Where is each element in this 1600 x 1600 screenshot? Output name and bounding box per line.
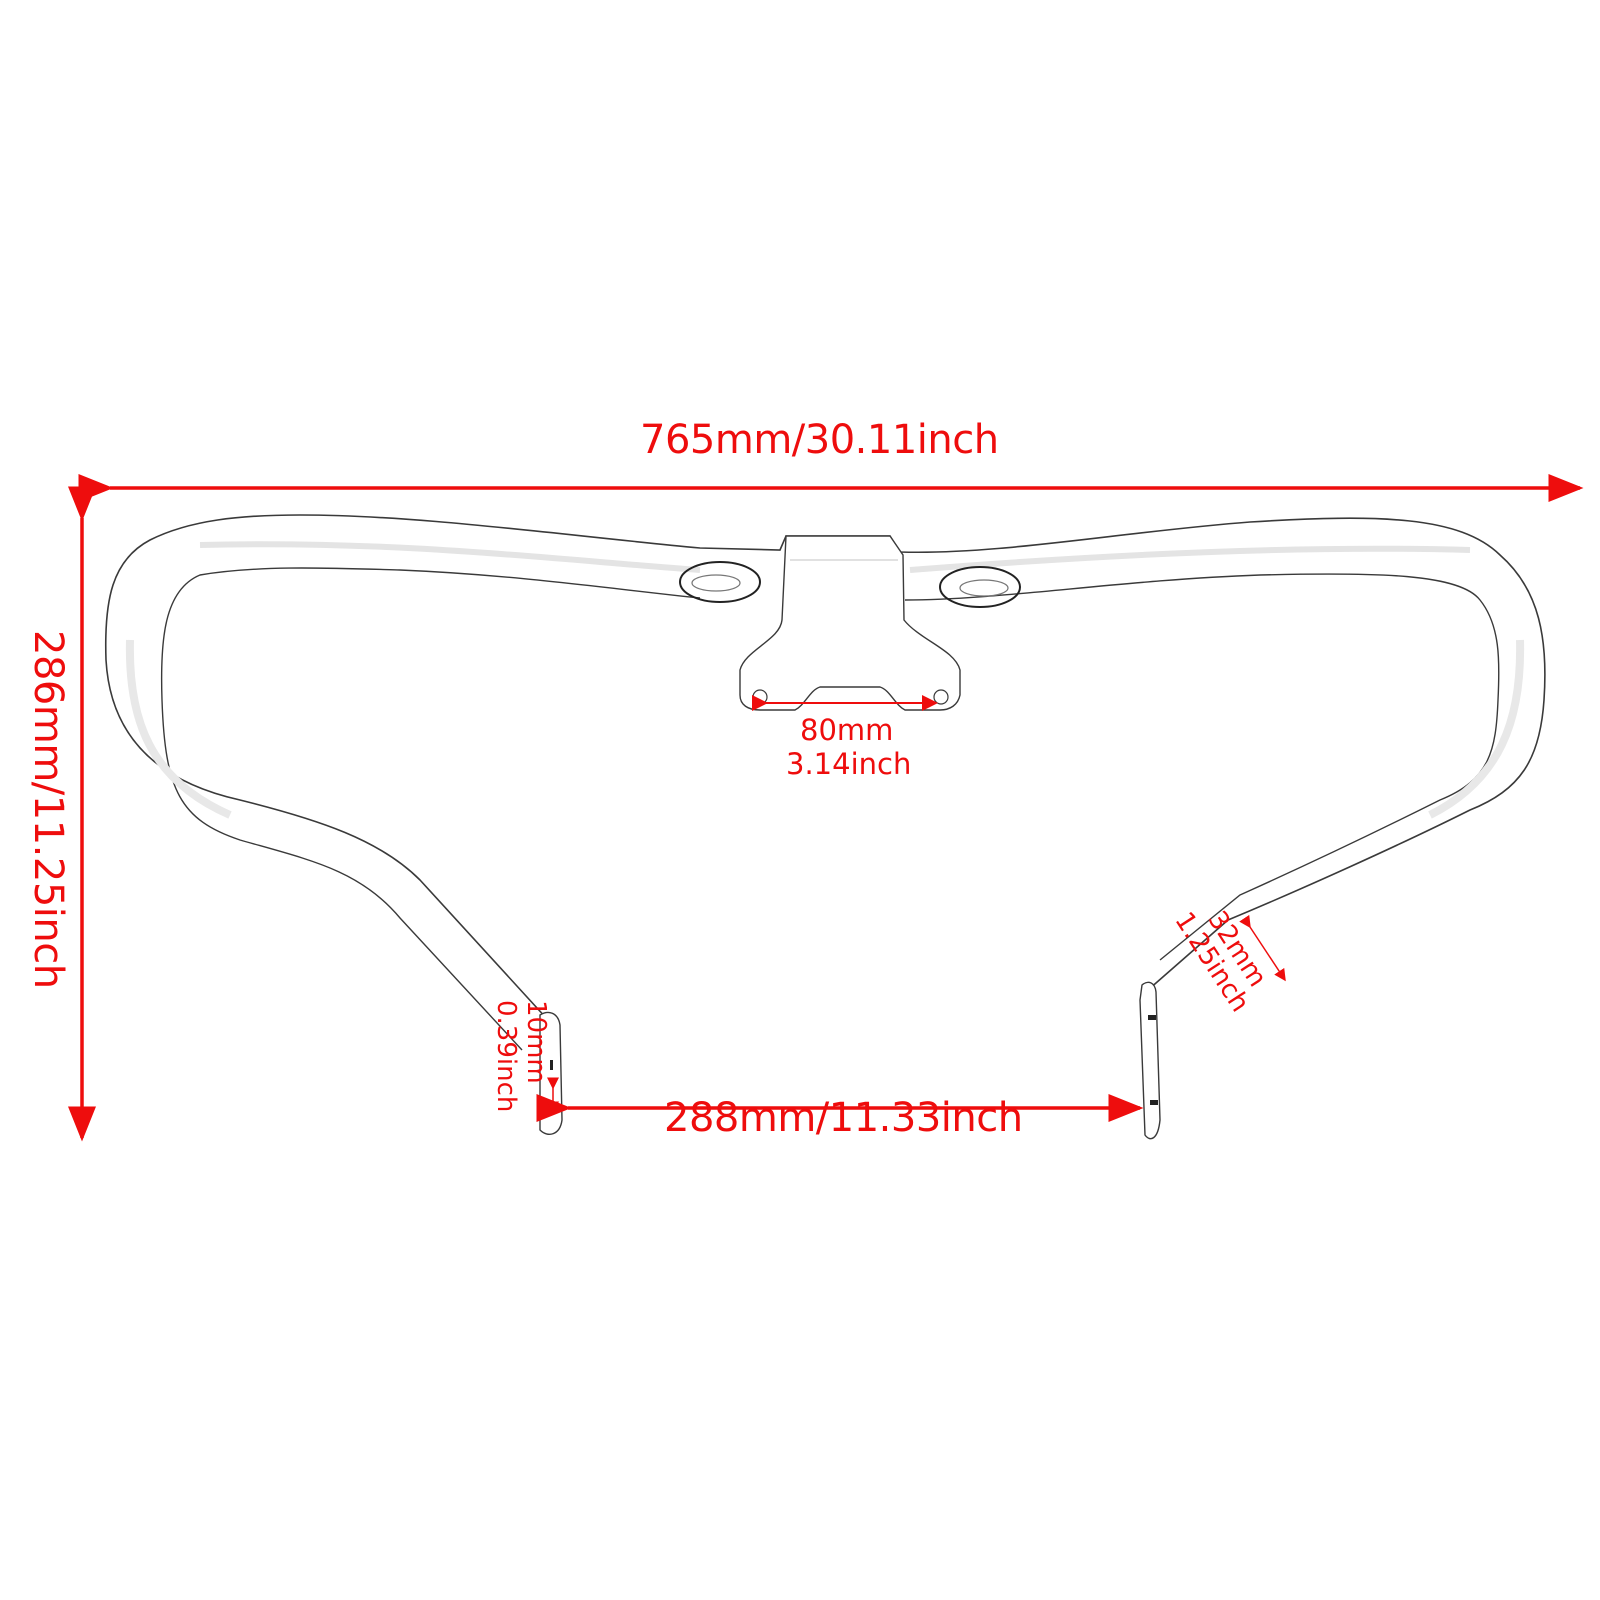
dimension-lines	[68, 474, 1584, 1142]
center-mount-bracket	[679, 535, 1021, 711]
mount-hole-right	[933, 689, 949, 705]
right-foot-plate	[1139, 981, 1161, 1140]
tube-diameter-dimension-line	[1239, 914, 1286, 982]
bar-inner-outline	[160, 567, 1500, 1051]
mount-spacing-mm-label: 80mm	[800, 713, 894, 747]
crash-bar	[104, 514, 1546, 1140]
slot-right	[939, 566, 1021, 608]
foot-gap-label: 288mm/11.33inch	[664, 1095, 1023, 1141]
mount-hole-left	[752, 689, 768, 705]
slot-left	[679, 561, 761, 603]
overall-width-label: 765mm/30.11inch	[640, 417, 999, 463]
overall-height-label: 286mm/11.25inch	[25, 630, 71, 989]
plate-thickness-inch-label: 0.39inch	[491, 1000, 521, 1113]
mount-spacing-inch-label: 3.14inch	[786, 747, 912, 781]
plate-thickness-mm-label: 10mm	[521, 1000, 551, 1084]
